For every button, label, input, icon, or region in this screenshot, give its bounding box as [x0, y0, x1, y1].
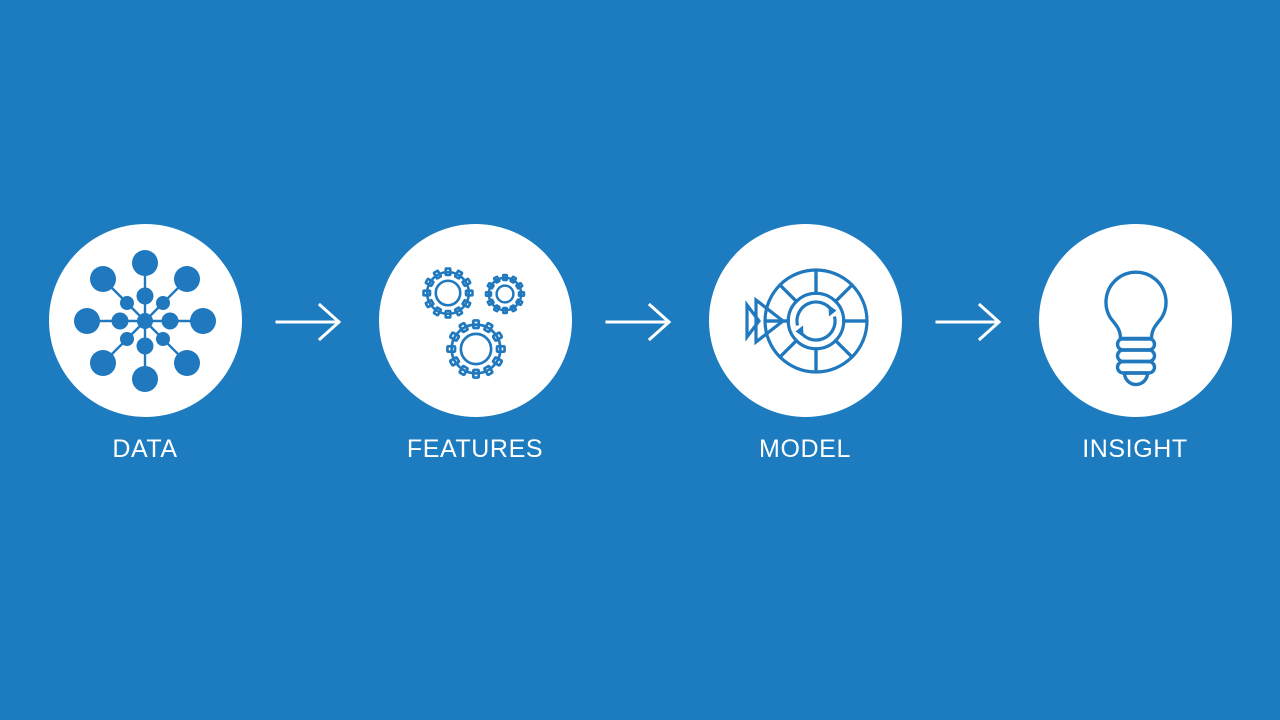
gears-icon: [422, 266, 526, 379]
flow-connector-3: [910, 210, 1030, 510]
icon-disc-features: [378, 224, 572, 417]
flow-step-insight[interactable]: INSIGHT: [1030, 210, 1240, 510]
arrow-right-icon: [935, 302, 1002, 342]
flow-step-model[interactable]: MODEL: [700, 210, 910, 510]
flow-connector-2: [580, 210, 700, 510]
network-nodes-icon: [74, 249, 216, 392]
model-pipeline-icon: [745, 267, 869, 374]
arrow-right-icon: [605, 302, 672, 342]
flow-step-label-features: FEATURES: [406, 435, 544, 463]
flow-step-label-insight: INSIGHT: [1082, 435, 1188, 463]
lightbulb-icon: [1104, 270, 1168, 386]
icon-disc-model: [708, 224, 902, 417]
flow-step-label-data: DATA: [112, 435, 178, 463]
arrow-right-icon: [275, 302, 342, 342]
flow-step-data[interactable]: DATA: [40, 210, 250, 510]
icon-disc-insight: [1038, 224, 1232, 417]
flow-step-label-model: MODEL: [759, 435, 851, 463]
icon-disc-data: [48, 224, 242, 417]
flow-step-features[interactable]: FEATURES: [370, 210, 580, 510]
flow-connector-1: [250, 210, 370, 510]
